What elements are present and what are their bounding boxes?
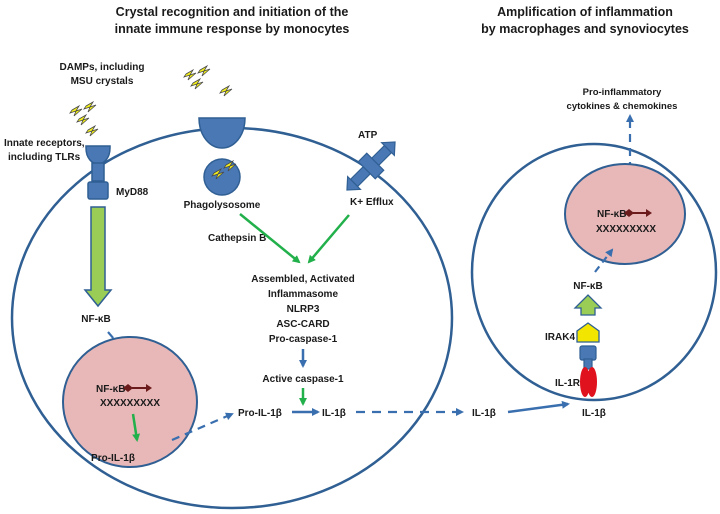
inflammasome-label-line-5: Pro-caspase-1 [269,334,338,345]
inflammasome-label-line-2: Inflammasome [268,289,338,300]
myd88-block [87,181,109,200]
nucleus-to-pro-il1b-arrow [171,412,234,442]
il1b-receptor-label: IL-1β [582,408,606,419]
k-efflux-label: K+ Efflux [350,197,394,208]
phagocytosed-crystal-icon [219,85,233,97]
atp-channel-icon [346,141,396,191]
cytokines-label-line-1: Pro-inflammatory [583,87,662,98]
left-title-line-1: Crystal recognition and initiation of th… [116,5,349,19]
monocyte-nucleus [62,336,198,468]
dna-binding-left-icon [123,384,152,392]
dna-binding-right-icon [624,209,652,217]
pro-il1b-label: Pro-IL-1β [238,408,282,419]
nucleus-dna-right-label: XXXXXXXXX [596,224,656,235]
myd88-to-nfkb-arrow [83,206,113,308]
macrophage-membrane [470,142,718,402]
cathepsin-b-label: Cathepsin B [208,233,266,244]
damps-label-line-1: DAMPs, including [60,62,145,73]
tlr-receptor-icon [85,145,111,182]
phagocytosed-crystals-icon [183,65,211,90]
nucleus-nfkb-right-label: NF-κB [597,209,626,220]
nfkb-right-to-nucleus-arrow [594,248,614,273]
cytokines-label-line-2: cytokines & chemokines [567,101,678,112]
active-caspase-label: Active caspase-1 [262,374,344,385]
myd88-label: MyD88 [116,187,149,198]
damps-label-line-2: MSU crystals [71,76,134,87]
irak4-icon [576,322,600,343]
atp-label: ATP [358,130,378,141]
receptors-label-line-1: Innate receptors, [4,138,85,149]
inflammasome-label-line-4: ASC-CARD [276,319,329,330]
left-title-line-2: innate immune response by monocytes [115,22,350,36]
il1b-outside-label: IL-1β [472,408,496,419]
damps-crystals-icon [69,101,97,126]
phagolysosome-label: Phagolysosome [184,200,261,211]
right-title-line-2: by macrophages and synoviocytes [481,22,689,36]
cathepsin-to-inflammasome-arrow [239,213,301,264]
inflammasome-label-line-3: NLRP3 [287,304,320,315]
irak4-label: IRAK4 [545,332,575,343]
nfkb-left-label: NF-κB [81,314,110,325]
nfkb-right-label: NF-κB [573,281,602,292]
phagocytic-cup [198,117,246,149]
il1b-to-receptor-arrow [507,400,570,414]
nucleus-nfkb-left-label: NF-κB [96,384,125,395]
il1b-inside-label: IL-1β [322,408,346,419]
nucleus-dna-left-label: XXXXXXXXX [100,398,160,409]
transcription-arrow [131,413,141,442]
damps-crystal-icon [85,125,99,137]
k-efflux-to-inflammasome-arrow [307,214,350,264]
receptors-label-line-2: including TLRs [8,152,81,163]
irak4-to-nfkb-arrow [573,294,603,316]
macrophage-nucleus [564,163,686,265]
pro-il1b-nucleus-label: Pro-IL-1β [91,453,135,464]
right-title-line-1: Amplification of inflammation [497,5,673,19]
il1r-label: IL-1R [555,378,581,389]
inflammasome-label-line-1: Assembled, Activated [251,274,355,285]
il1r-receptor-icon [579,345,597,397]
